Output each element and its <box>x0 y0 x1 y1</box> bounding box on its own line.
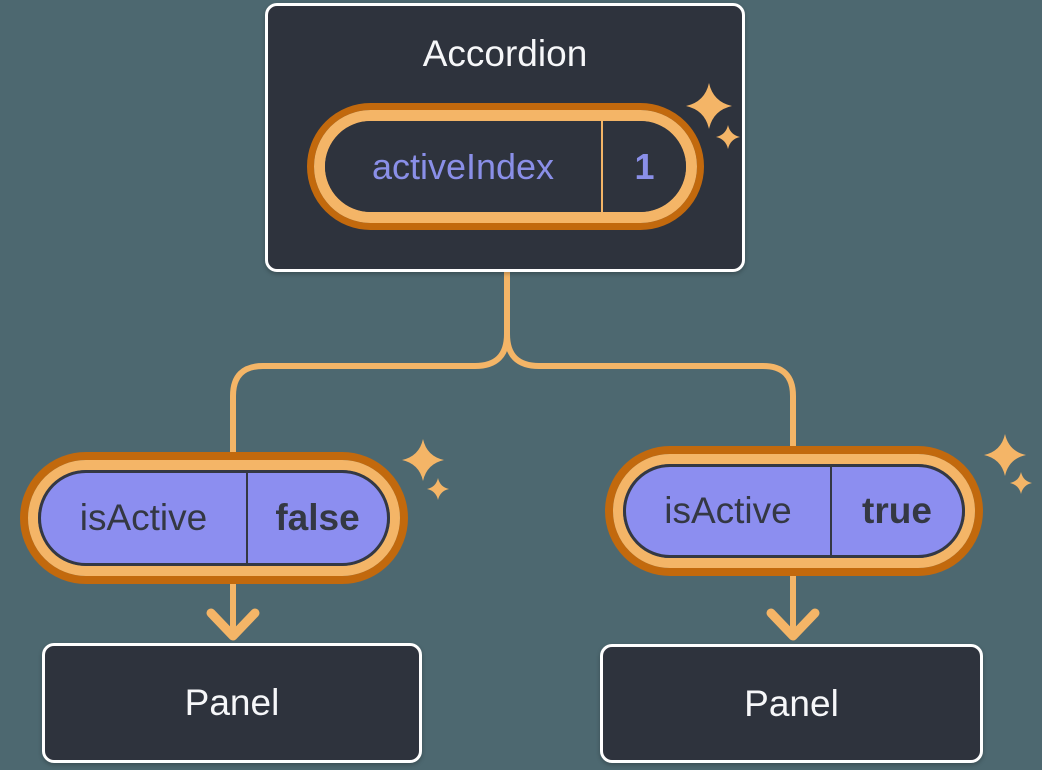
sparkles-icon <box>984 434 1026 476</box>
sparkles-icon <box>402 439 444 481</box>
panel-title: Panel <box>184 682 280 723</box>
arrow-down-icon <box>206 608 260 641</box>
arrow-down-icon <box>766 608 820 641</box>
panel-title: Panel <box>744 682 839 724</box>
prop-pill-label: isActive <box>664 490 792 531</box>
panel-component-box-left: Panel <box>42 643 422 763</box>
pill-divider <box>601 121 603 212</box>
prop-pill-isactive-right: isActive true <box>605 446 983 576</box>
panel-component-box-right: Panel <box>600 644 983 763</box>
prop-pill-isactive-left: isActive false <box>20 452 408 584</box>
sparkles-icon <box>427 478 449 500</box>
accordion-title: Accordion <box>422 33 588 74</box>
prop-pill-value: false <box>275 497 360 538</box>
state-pill-label: activeIndex <box>371 145 555 187</box>
prop-pill-label: isActive <box>79 497 208 538</box>
state-pill-ring: activeIndex 1 <box>314 110 697 223</box>
prop-pill-ring: isActive true <box>613 454 975 568</box>
sparkles-icon <box>1010 472 1032 494</box>
prop-pill-value: true <box>862 490 932 531</box>
prop-pill-ring: isActive false <box>28 460 400 576</box>
pill-divider <box>830 467 832 555</box>
state-pill-activeindex: activeIndex 1 <box>307 103 704 230</box>
state-pill-value: 1 <box>634 145 655 187</box>
